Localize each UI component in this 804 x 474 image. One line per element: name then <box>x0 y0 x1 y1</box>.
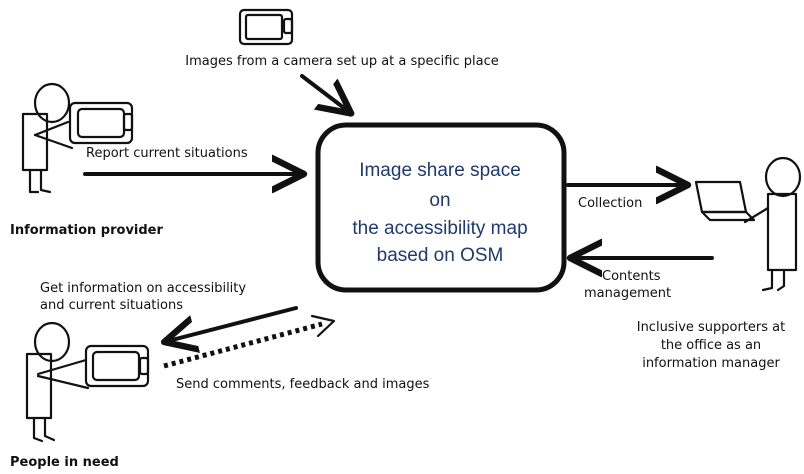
central-line-1: Image share space <box>359 160 521 181</box>
camera-icon <box>238 8 294 46</box>
send-comments-label: Send comments, feedback and images <box>176 377 430 392</box>
camera-arrow <box>300 74 348 111</box>
stick-figure-icon-provider <box>21 82 74 194</box>
send-comments-arrowhead <box>310 314 336 338</box>
report-label: Report current situations <box>86 146 248 161</box>
contents-label-2: management <box>584 286 671 301</box>
stick-figure-icon-supporter <box>743 156 802 292</box>
camera-label: Images from a camera set up at a specifi… <box>185 54 498 69</box>
supporters-label-1: Inclusive supporters at <box>637 320 786 335</box>
supporters-label-3: information manager <box>642 356 780 371</box>
supporters-label-2: the office as an <box>661 338 761 353</box>
people-in-need-label: People in need <box>10 455 119 470</box>
collection-label: Collection <box>578 196 642 211</box>
get-info-label-2: and current situations <box>40 298 183 313</box>
tablet-icon-person <box>84 344 150 388</box>
central-line-2: on <box>429 190 450 211</box>
info-provider-label: Information provider <box>10 223 163 238</box>
get-info-label-1: Get information on accessibility <box>40 281 246 296</box>
tablet-icon-provider <box>68 101 134 145</box>
central-node <box>315 122 567 293</box>
contents-label-1: Contents <box>602 269 661 284</box>
laptop-icon <box>694 180 756 222</box>
send-comments-arrow <box>163 321 323 369</box>
central-line-4: based on OSM <box>377 245 504 266</box>
get-info-arrow <box>168 306 298 341</box>
central-line-3: the accessibility map <box>352 218 527 239</box>
stick-figure-icon-person <box>25 321 90 443</box>
